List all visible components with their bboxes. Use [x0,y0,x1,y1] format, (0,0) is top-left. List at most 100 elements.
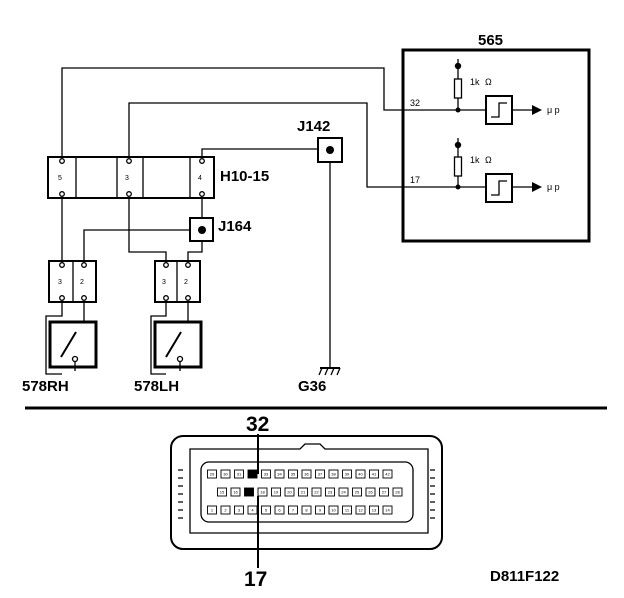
connector-pin-number: 21 [301,490,306,495]
connector-pin-number: 33 [264,472,269,477]
connector-pin-number: 7 [292,508,295,513]
connector-pin-6 [274,505,285,515]
connector-pin-number: 15 [220,490,225,495]
connector-pin-9 [315,505,325,515]
connector-pin-21 [298,487,308,497]
ecu-input-channel-17: 1k Ω 17 μ p [403,138,560,203]
connector-pin-number: 12 [358,508,363,513]
connector-pin-number: 10 [331,508,336,513]
resistor-value-32: 1k [470,77,480,87]
splice-j164-label: J164 [218,218,252,235]
connector-pin-number: 4 [251,508,254,513]
connector-pin-37 [315,469,325,479]
connector-pin-38 [328,469,339,479]
connector-578rh: 3 2 [48,260,97,303]
connector-pin-36 [301,469,312,479]
connector-pin-35 [288,469,298,479]
connector-pin-20 [284,487,295,497]
wire-j164-to-lh [187,241,203,263]
connector-pin-24 [338,487,349,497]
connector-pin-number: 2 [224,508,227,513]
connector-pin-23 [325,487,335,497]
rh-pin-2: 2 [80,279,84,286]
splice-j142-label: J142 [297,118,330,135]
wires [61,67,403,368]
connector-pin-7 [288,505,298,515]
pullup-resistor-17 [453,156,463,177]
connector-pin-13 [369,505,379,515]
ecu-pin-17: 17 [410,175,420,185]
connector-pin-10 [328,505,339,515]
connector-pin-19 [271,487,281,497]
connector-pin-34 [274,469,285,479]
connector-pin-number: 31 [237,472,242,477]
connector-578lh: 3 2 [154,260,201,303]
connector-h10-15: 5 3 4 H10-15 [47,156,269,199]
connector-pin-number: 16 [233,490,238,495]
connector-pin-number: 34 [277,472,282,477]
connector-pin-16 [230,487,241,497]
connector-pin-39 [342,469,352,479]
switch-lh-contact [165,331,182,358]
connector-pin-number: 36 [304,472,309,477]
schmitt-symbol-17 [491,180,507,196]
connector-pin-number: 13 [372,508,377,513]
connector-pin-41 [369,469,379,479]
connector-pin-number: 1 [211,508,214,513]
pin-field [200,461,414,523]
connector-pin-27 [379,487,389,497]
connector-pin-5 [261,505,271,515]
lh-pin-3: 3 [162,279,166,286]
ground-g36: G36 [298,367,341,395]
connector-pin-number: 14 [385,508,390,513]
resistor-value-17: 1k [470,155,480,165]
connector-pin-number: 5 [265,508,268,513]
connector-pin-label-17: 17 [244,568,267,591]
connector-pin-number: 35 [291,472,296,477]
connector-pin-15 [217,487,227,497]
switch-lh-label: 578LH [134,378,179,395]
connector-pin-11 [342,505,352,515]
connector-pin-17 [244,487,254,497]
connector-pin-31 [234,469,244,479]
connector-pin-number: 29 [210,472,215,477]
connector-pin-2 [220,505,231,515]
ecu-label: 565 [478,32,503,49]
wire-to-ecu-17 [128,102,403,188]
ground-label: G36 [298,378,326,395]
connector-pin-number: 30 [223,472,228,477]
connector-pin-number: 8 [305,508,308,513]
connector-h-label: H10-15 [220,168,269,185]
h-pin-3: 3 [125,175,129,182]
connector-pin-number: 11 [345,508,350,513]
connector-pin-number: 39 [345,472,350,477]
wire-to-ecu-32 [61,67,403,157]
switch-578lh: 578LH [134,302,203,395]
connector-pin-42 [382,469,393,479]
ecu-pin-32: 32 [410,98,420,108]
wire-to-j142 [201,148,318,157]
switch-rh-contact [60,331,77,358]
connector-pin-8 [301,505,312,515]
arrow-icon-17 [532,182,542,192]
connector-pin-number: 42 [385,472,390,477]
connector-pin-number: 27 [382,490,387,495]
connector-pin-number: 41 [372,472,377,477]
connector-pin-40 [355,469,366,479]
connector-pin-number: 23 [328,490,333,495]
connector-pin-number: 38 [331,472,336,477]
connector-pin-12 [355,505,366,515]
connector-pin-number: 20 [287,490,292,495]
lh-pin-2: 2 [184,279,188,286]
connector-pin-number: 24 [341,490,346,495]
connector-pin-number: 28 [395,490,400,495]
connector-pin-number: 18 [260,490,265,495]
arrow-icon-32 [532,105,542,115]
connector-pin-number: 37 [318,472,323,477]
connector-pin-18 [257,487,268,497]
connector-pin-number: 25 [355,490,360,495]
ecu-output-17: μ p [547,182,560,192]
